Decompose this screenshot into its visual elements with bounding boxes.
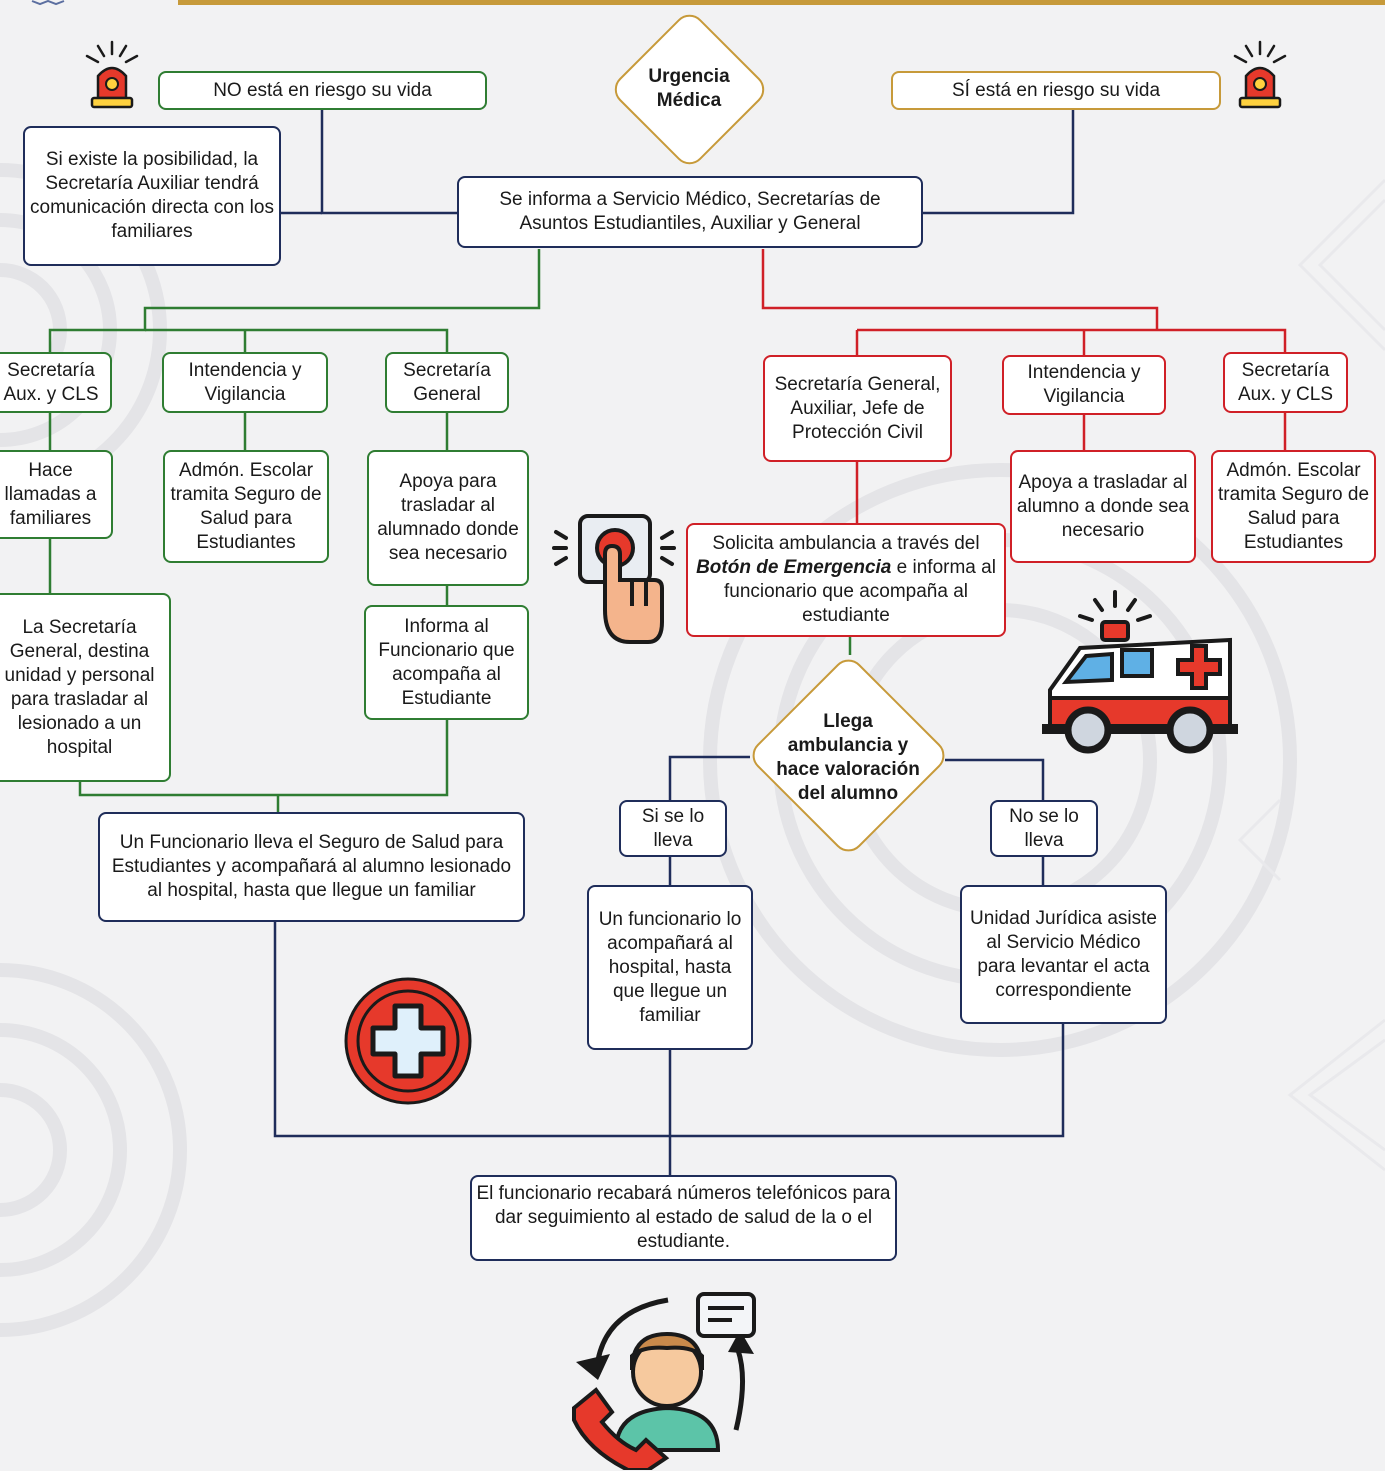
no-risk-box: NO está en riesgo su vida	[158, 71, 487, 110]
final-box: El funcionario recabará números telefóni…	[470, 1175, 897, 1261]
emergency-button-icon	[552, 514, 676, 644]
left-general-assigns-box: La Secretaría General, destina unidad y …	[0, 593, 171, 782]
start-line1: Urgencia	[648, 66, 730, 87]
right-aux-cls-box: Secretaría Aux. y CLS	[1223, 352, 1348, 413]
yes-label-box: Si se lo lleva	[619, 800, 727, 857]
left-support-box: Apoya para trasladar al alumnado donde s…	[367, 450, 529, 586]
official-hospital-box: Un Funcionario lleva el Seguro de Salud …	[98, 812, 525, 922]
risk-box: SÍ está en riesgo su vida	[891, 71, 1221, 110]
ambulance-request-text: Solicita ambulancia a través del Botón d…	[692, 532, 1000, 628]
inform-box: Se informa a Servicio Médico, Secretaría…	[457, 176, 923, 248]
yes-result-box: Un funcionario lo acompañará al hospital…	[587, 885, 753, 1050]
ambulance-request-box: Solicita ambulancia a través del Botón d…	[686, 523, 1006, 637]
ambulance-icon	[1042, 590, 1238, 754]
left-general-box: Secretaría General	[385, 352, 509, 413]
family-contact-box: Si existe la posibilidad, la Secretaría …	[23, 126, 281, 266]
medical-cross-icon	[344, 977, 472, 1105]
emergency-button-emphasis: Botón de Emergencia	[696, 557, 892, 578]
left-admon-box: Admón. Escolar tramita Seguro de Salud p…	[163, 450, 329, 563]
right-admon-box: Admón. Escolar tramita Seguro de Salud p…	[1211, 450, 1376, 563]
call-center-icon	[572, 1292, 756, 1470]
left-informs-box: Informa al Funcionario que acompaña al E…	[364, 605, 529, 720]
start-line2: Médica	[656, 90, 722, 111]
right-intendencia-box: Intendencia y Vigilancia	[1002, 355, 1166, 415]
ambulance-request-after: e informa al funcionario que acompaña al…	[723, 557, 996, 626]
decision-label: Llega ambulancia y hace valoración del a…	[776, 711, 920, 804]
siren-icon	[1233, 40, 1287, 109]
institution-logo-icon	[31, 0, 65, 6]
left-intendencia-box: Intendencia y Vigilancia	[162, 352, 328, 413]
header-accent-bar	[178, 0, 1385, 5]
left-aux-cls-box: Secretaría Aux. y CLS	[0, 352, 112, 413]
siren-icon	[85, 40, 139, 109]
left-calls-box: Hace llamadas a familiares	[0, 450, 113, 539]
start-label: Urgencia Médica	[610, 50, 768, 128]
right-support-box: Apoya a trasladar al alumno a donde sea …	[1010, 450, 1196, 563]
no-label-box: No se lo lleva	[990, 800, 1098, 857]
right-general-aux-box: Secretaría General, Auxiliar, Jefe de Pr…	[763, 355, 952, 462]
no-result-box: Unidad Jurídica asiste al Servicio Médic…	[960, 885, 1167, 1024]
ambulance-request-before: Solicita ambulancia a través del	[712, 533, 980, 554]
